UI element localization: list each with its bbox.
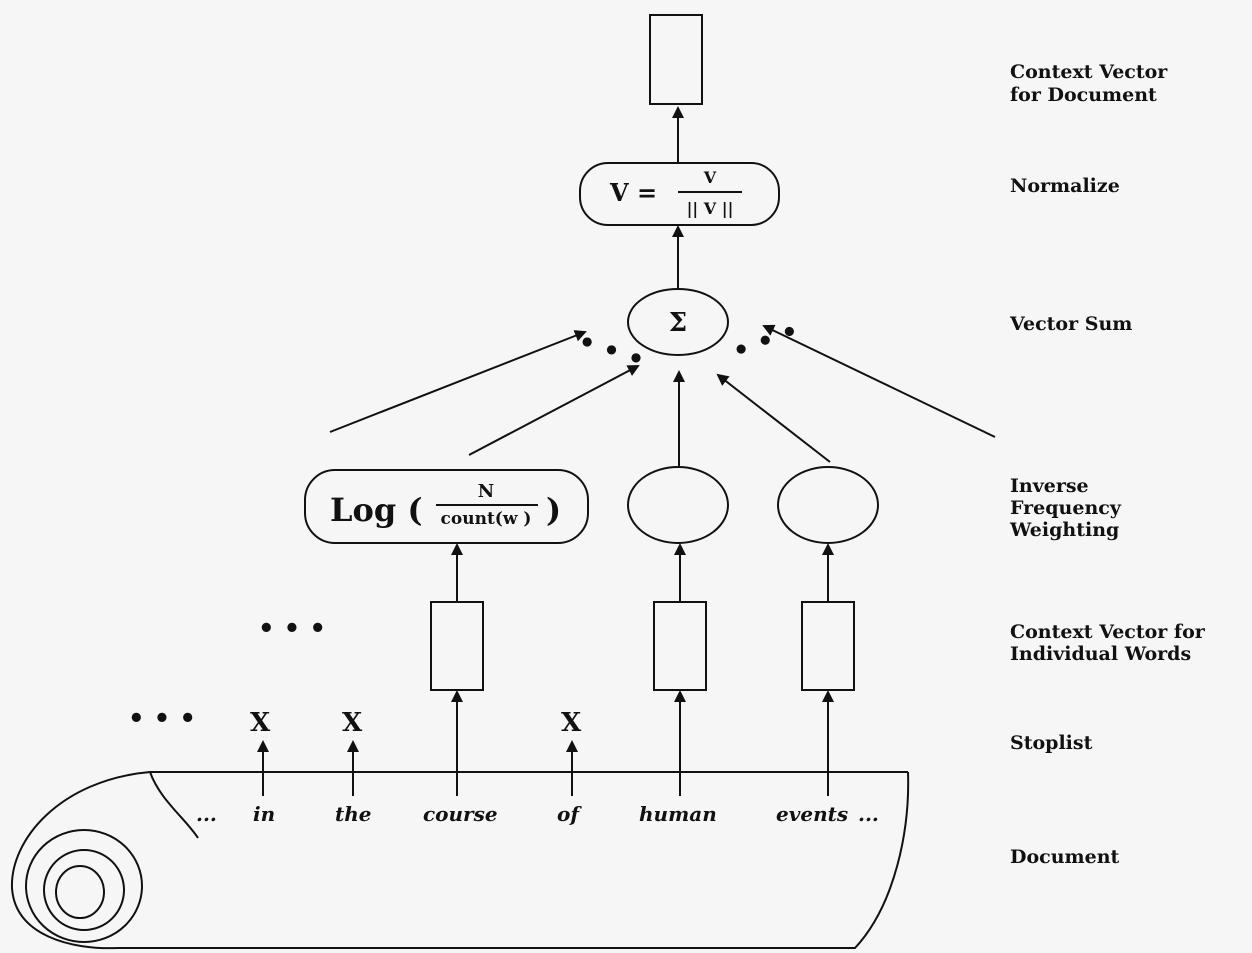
document-context-vector xyxy=(649,14,703,105)
label-vector-sum: Vector Sum xyxy=(1009,313,1132,335)
label-ifw-2: Frequency xyxy=(1010,497,1122,519)
label-ifw-3: Weighting xyxy=(1009,519,1119,541)
arrow-log-to-sum xyxy=(468,365,640,456)
doc-word-human: human xyxy=(639,802,717,826)
doc-word-in: in xyxy=(253,802,275,826)
doc-leading-ellipsis: ... xyxy=(196,802,217,826)
doc-word-of: of xyxy=(557,802,582,826)
sum-symbol: Σ xyxy=(669,308,687,338)
label-doc-context-2: for Document xyxy=(1010,84,1157,106)
word-vector-events xyxy=(801,601,855,691)
log-weight-node: Log ( N count(w ) ) xyxy=(304,469,589,544)
label-doc-context-1: Context Vector xyxy=(1010,61,1168,83)
normalize-denominator: || V || xyxy=(687,199,734,218)
doc-word-events: events xyxy=(776,802,848,826)
label-document: Document xyxy=(1010,846,1120,868)
label-normalize: Normalize xyxy=(1010,175,1120,197)
word-vector-course xyxy=(430,601,484,691)
normalize-lhs: V = xyxy=(609,178,657,207)
log-word: Log ( xyxy=(330,491,423,529)
log-close-paren: ) xyxy=(546,491,561,529)
arrow-far-left-to-sum xyxy=(329,330,587,433)
log-numerator: N xyxy=(478,481,494,502)
weight-node-human xyxy=(627,466,729,544)
doc-word-the: the xyxy=(335,802,372,826)
stoplist-x-the: X xyxy=(342,708,363,738)
word-vector-ellipsis: • • • xyxy=(258,614,326,644)
normalize-node: V = V || V || xyxy=(579,162,780,226)
label-stoplist: Stoplist xyxy=(1010,732,1093,754)
doc-word-course: course xyxy=(423,802,498,826)
arrow-far-right-to-sum xyxy=(762,324,996,438)
doc-trailing-ellipsis: ... xyxy=(858,802,879,826)
sum-right-ellipsis: • • • xyxy=(729,316,803,367)
stoplist-ellipsis: • • • xyxy=(128,704,196,734)
document-scroll xyxy=(10,771,910,950)
arrow-events-weight-to-sum xyxy=(716,373,831,463)
log-denominator: count(w ) xyxy=(441,509,532,529)
label-word-context-1: Context Vector for xyxy=(1010,621,1206,643)
weight-node-events xyxy=(777,466,879,544)
stoplist-x-in: X xyxy=(250,708,271,738)
stoplist-x-of: X xyxy=(561,708,582,738)
sum-left-ellipsis: • • • xyxy=(574,327,648,377)
label-ifw-1: Inverse xyxy=(1010,475,1089,497)
word-vector-human xyxy=(653,601,707,691)
label-word-context-2: Individual Words xyxy=(1010,643,1191,665)
normalize-numerator: V xyxy=(703,168,717,187)
